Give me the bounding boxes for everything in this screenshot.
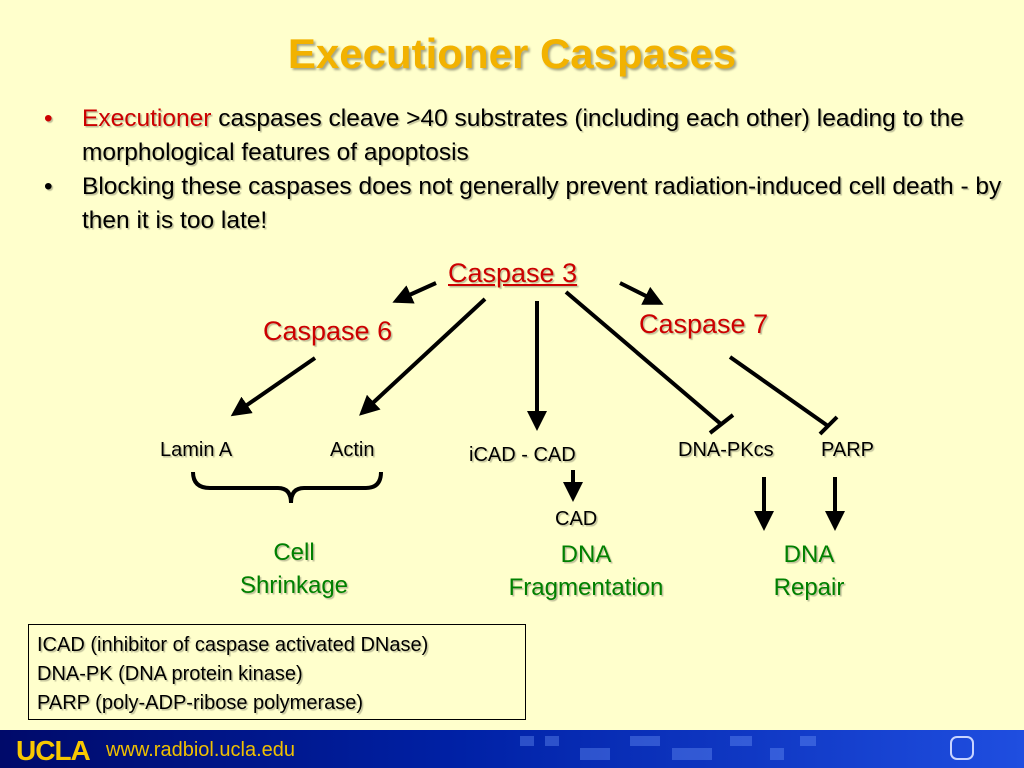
node-caspase-7: Caspase 7: [639, 309, 769, 339]
bullet-item: • Executioner caspases cleave >40 substra…: [44, 102, 1004, 170]
footer-decor: [520, 736, 534, 746]
node-lamin-a: Lamin A: [160, 439, 233, 461]
footer-decor: [580, 748, 610, 760]
node-cad: CAD: [555, 508, 598, 530]
footer-decor: [545, 736, 559, 746]
outcome-line: DNA: [560, 541, 612, 568]
arrow-c3-to-actin: [359, 297, 487, 416]
outcome-line: Cell: [273, 539, 315, 566]
footer-decor: [672, 748, 712, 760]
footer-decor: [730, 736, 752, 746]
bullet-text: caspases cleave >40 substrates (includin…: [82, 105, 964, 166]
outcome-cell-shrinkage: Cell Shrinkage: [224, 536, 364, 602]
bullet-highlight: Executioner: [82, 105, 212, 132]
legend-line: ICAD (inhibitor of caspase activated DNa…: [37, 634, 429, 656]
bullet-text: Blocking these caspases does not general…: [82, 173, 1002, 234]
outcome-dna-fragmentation: DNA Fragmentation: [486, 538, 686, 604]
outcome-line: DNA: [783, 541, 835, 568]
footer-decor: [770, 748, 784, 760]
footer-url[interactable]: www.radbiol.ucla.edu: [106, 739, 295, 761]
bullet-dot: •: [44, 173, 53, 200]
node-icad-cad: iCAD - CAD: [469, 444, 576, 466]
abbreviation-legend: ICAD (inhibitor of caspase activated DNa…: [28, 624, 526, 720]
bullet-dot: •: [44, 105, 53, 132]
bullet-list: • Executioner caspases cleave >40 substra…: [44, 102, 1004, 238]
arrow-c3-to-c7: [619, 281, 664, 305]
outcome-line: Fragmentation: [508, 574, 664, 601]
inhibit-bar-dnapk: [708, 413, 735, 435]
node-caspase-6: Caspase 6: [263, 316, 393, 346]
footer-decor: [800, 736, 816, 746]
outcome-line: Repair: [773, 574, 845, 601]
node-caspase-3: Caspase 3: [448, 258, 578, 288]
bullet-item: • Blocking these caspases does not genera…: [44, 170, 1004, 238]
footer-decor: [630, 736, 660, 746]
arrow-c3-to-c6: [392, 281, 437, 304]
node-actin: Actin: [330, 439, 375, 461]
outcome-dna-repair: DNA Repair: [754, 538, 864, 604]
legend-line: PARP (poly-ADP-ribose polymerase): [37, 692, 364, 714]
inhibit-bar-parp: [818, 415, 839, 436]
arrow-c6-to-lamin: [230, 356, 317, 417]
ucla-logo: UCLA: [16, 735, 91, 766]
outcome-line: Shrinkage: [239, 572, 349, 599]
rounded-square-icon: [950, 736, 974, 760]
inhibit-c3-dnapk: [564, 290, 724, 427]
inhibit-c7-parp: [728, 355, 830, 428]
node-dna-pkcs: DNA-PKcs: [678, 439, 774, 461]
legend-line: DNA-PK (DNA protein kinase): [37, 663, 303, 685]
node-parp: PARP: [821, 439, 874, 461]
slide-title: Executioner Caspases: [287, 30, 737, 77]
footer-bar: UCLA www.radbiol.ucla.edu: [0, 730, 1024, 768]
brace: [191, 471, 383, 504]
